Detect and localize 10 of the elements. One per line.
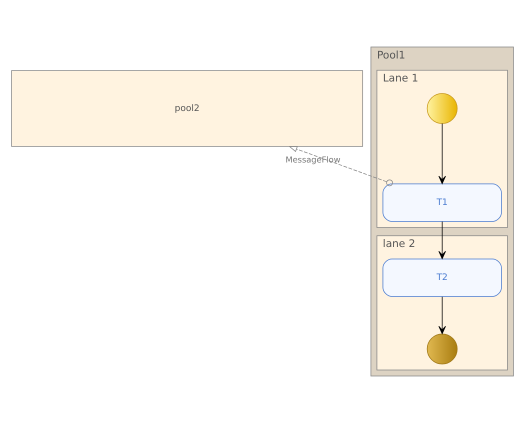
- arrow: [288, 146, 393, 186]
- arrow: [438, 296, 446, 334]
- arrow: [438, 123, 446, 184]
- node-circle: [426, 93, 458, 124]
- node-box: T1: [382, 184, 502, 222]
- node-circle: [426, 334, 458, 364]
- node-box: pool2: [11, 70, 364, 147]
- node-box: T2: [382, 258, 502, 297]
- edge-label: MessageFlow: [285, 154, 340, 165]
- arrow: [438, 221, 446, 260]
